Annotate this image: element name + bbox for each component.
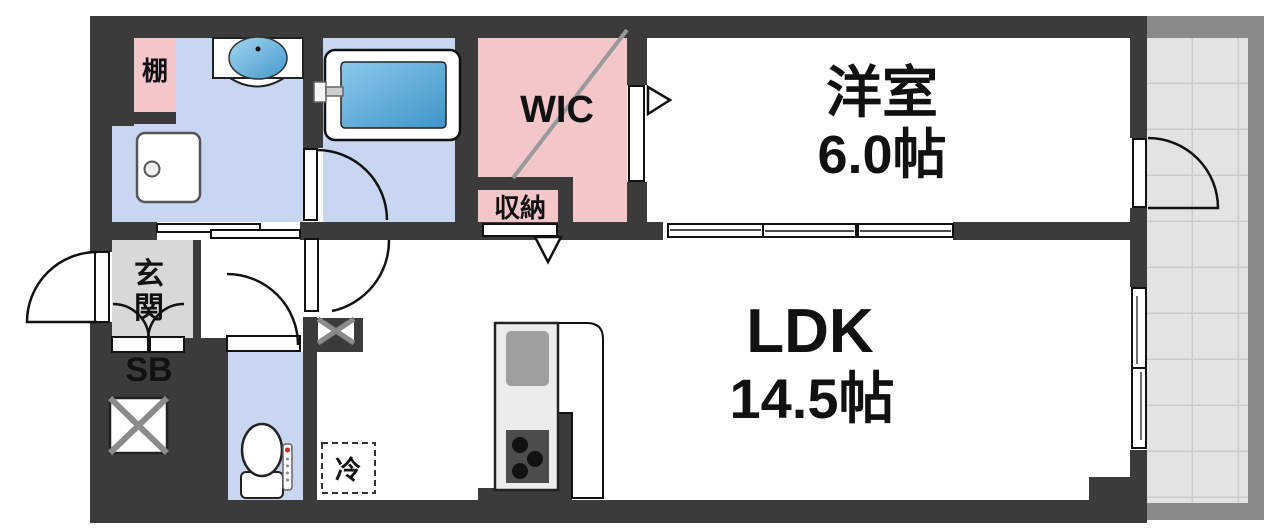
wall-shelf-bottom [134,112,176,124]
bathtub-basin [340,61,447,129]
wall-wic-storage-v [558,190,573,225]
stove-burner [512,437,528,453]
entrance-door-leaf [94,251,110,323]
washroom-sliding-panel [156,223,261,233]
wall-shelf-left [112,38,134,126]
wall-vent-cross [316,316,356,346]
wall-toilet-right [303,317,317,500]
toilet-panel-dot [286,471,289,475]
wall-bottom [90,500,1147,523]
stove-burner [527,451,543,467]
toilet-panel-dot [286,464,289,468]
wic-diagonal-line [511,28,629,180]
wic-label: WIC [520,89,594,131]
ldk-name: LDK [746,297,874,366]
storage-opening-arrow-icon [532,235,564,265]
wic-opening-arrow-icon [646,84,673,117]
wall-top [90,16,1147,38]
storage-opening-leaf [482,223,558,237]
refrigerator-label: 冷 [335,455,361,485]
balcony-door-leaf [1132,138,1147,208]
refrigerator-space [321,442,376,494]
washroom-sliding-panel [210,229,301,239]
bathroom-door-swing [316,148,389,221]
meter-box-cross [107,395,170,456]
shoebox-door-leaf [111,336,149,353]
wic-floor [478,38,627,223]
ldk-size: 14.5帖 [730,367,895,430]
western-room-size: 6.0帖 [817,125,946,185]
wall-wash-bath [303,38,323,150]
toilet-bowl-icon [240,422,284,478]
toilet-panel-dot [286,478,289,482]
toilet-door-swing [226,272,300,346]
toilet-door-leaf [226,335,301,352]
stove-burner [512,463,528,479]
washing-machine-pan-icon [135,131,202,204]
sink-drain-dot [255,46,261,52]
shoebox-door-leaf [149,336,185,353]
toilet-panel-red-dot [285,447,290,453]
balcony-door-swing [1147,136,1220,210]
wic-door-leaf [628,85,645,182]
shoebox-label: SB [125,351,172,389]
balcony [1145,16,1264,520]
ldk-door-leaf [304,238,319,312]
entrance-door-swing [25,250,98,324]
doors [25,84,1220,353]
wall-kitchen-bump [478,488,563,502]
entrance-label-char2: 関 [134,292,164,325]
ldk-door-swing [331,239,391,313]
wall-kitchen-stub [556,413,572,500]
wall-entrance-hall [193,238,201,338]
washing-machine-drain [143,160,161,178]
shelf-floor [134,38,176,112]
bathtub-faucet-spout [325,86,344,97]
shelf-label: 棚 [142,56,168,86]
bathroom-door-leaf [303,148,318,221]
kitchen-counter-return [557,322,604,499]
labels: 棚 WIC 収納 洋室 6.0帖 LDK 14.5帖 玄 関 SB 冷 [125,56,946,485]
fixtures [107,28,629,499]
western-room-name: 洋室 [826,61,938,124]
wall-wic-storage-h [478,177,573,190]
bathtub-faucet-icon [313,81,327,103]
sink-basin-icon [228,36,288,80]
shoebox-door-swing [146,302,185,341]
toilet-panel-dot [286,457,289,461]
entrance-label-char1: 玄 [134,257,164,291]
balcony-tile-grid [1147,38,1248,503]
kitchen-sink [506,331,549,386]
storage-label: 収納 [494,193,546,223]
